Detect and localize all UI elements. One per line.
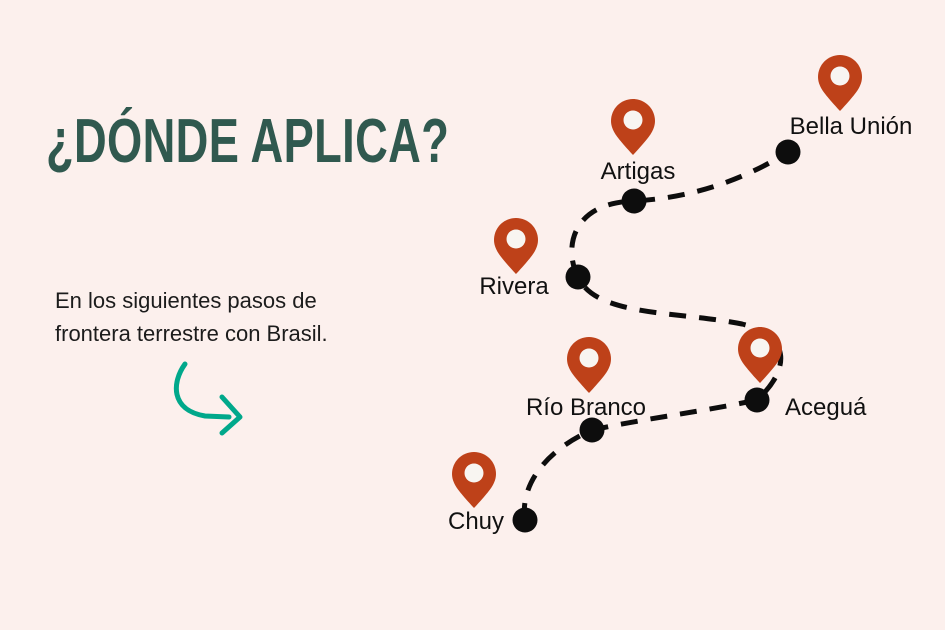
description-text: En los siguientes pasos de frontera terr… xyxy=(55,284,328,350)
location-label-bella-union: Bella Unión xyxy=(789,113,913,140)
route-stop-dot-artigas xyxy=(621,188,647,214)
location-pin-icon xyxy=(566,336,612,394)
location-label-artigas: Artigas xyxy=(600,158,676,185)
location-label-rivera: Rivera xyxy=(479,273,549,300)
description-line-1: En los siguientes pasos de xyxy=(55,288,317,313)
page-title: ¿DÓNDE APLICA? xyxy=(46,107,450,176)
description-line-2: frontera terrestre con Brasil. xyxy=(55,321,328,346)
route-stop-dot-rivera xyxy=(565,264,591,290)
route-stop-dot-bella-union xyxy=(775,139,801,165)
location-pin-icon xyxy=(817,54,863,112)
location-pin-icon xyxy=(451,451,497,509)
route-stop-dot-acegua xyxy=(744,387,770,413)
route-stop-dot-rio-branco xyxy=(579,417,605,443)
location-pin-icon xyxy=(737,326,783,384)
location-pin-icon xyxy=(493,217,539,275)
location-label-rio-branco: Río Branco xyxy=(525,394,647,421)
location-pin-icon xyxy=(610,98,656,156)
curved-arrow-icon xyxy=(165,355,250,445)
location-label-acegua: Aceguá xyxy=(785,394,867,421)
location-label-chuy: Chuy xyxy=(447,508,505,535)
route-stop-dot-chuy xyxy=(512,507,538,533)
